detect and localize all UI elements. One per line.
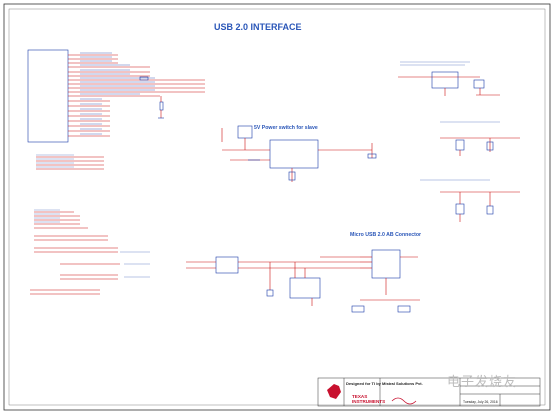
ti-wordmark-line2: INSTRUMENTS [352, 399, 386, 404]
processor-resistors [139, 76, 164, 119]
esd-array-ic [289, 277, 321, 299]
ti-wordmark-line1: TEXAS [352, 394, 368, 399]
esd-diode-1 [455, 139, 465, 151]
watermark-text: 电子发烧友 [447, 375, 518, 390]
micro-usb-connector-symbol [351, 249, 420, 313]
processor-usb-block [27, 49, 205, 143]
processor-pin-wires [68, 54, 205, 137]
mistral-logo-icon [391, 397, 417, 405]
regulator-ic [431, 71, 459, 89]
usb-filter-circuit [186, 256, 360, 306]
designed-for-text: Designed for TI by Mistral Solutions Pvt… [346, 381, 423, 386]
power-switch-circuit [221, 125, 377, 182]
processor-symbol [27, 49, 69, 143]
power-switch-capacitor [237, 125, 253, 139]
ti-logo-icon [327, 384, 341, 399]
sheet-title: USB 2.0 INTERFACE [214, 22, 302, 32]
top-right-regulator [398, 61, 500, 96]
sheet-border [3, 3, 551, 411]
connector-title: Micro USB 2.0 AB Connector [350, 232, 422, 238]
common-mode-choke [215, 256, 239, 274]
processor-net-labels [80, 52, 155, 135]
micro-usb-ab-connector [371, 249, 401, 279]
esd-diode-2 [455, 203, 465, 215]
title-block [317, 377, 541, 407]
sheet-inner-border [8, 8, 546, 406]
sheet-date: Tuesday, July 26, 2016 [463, 400, 498, 404]
ti-wordmark: TEXAS INSTRUMENTS [352, 394, 385, 404]
mid-left-net-labels [30, 154, 150, 295]
usb-power-switch-ic [269, 139, 319, 169]
esd-protection-lower [420, 179, 520, 222]
power-switch-title: 5V Power switch for slave [254, 125, 318, 131]
esd-protection-upper [440, 121, 520, 156]
